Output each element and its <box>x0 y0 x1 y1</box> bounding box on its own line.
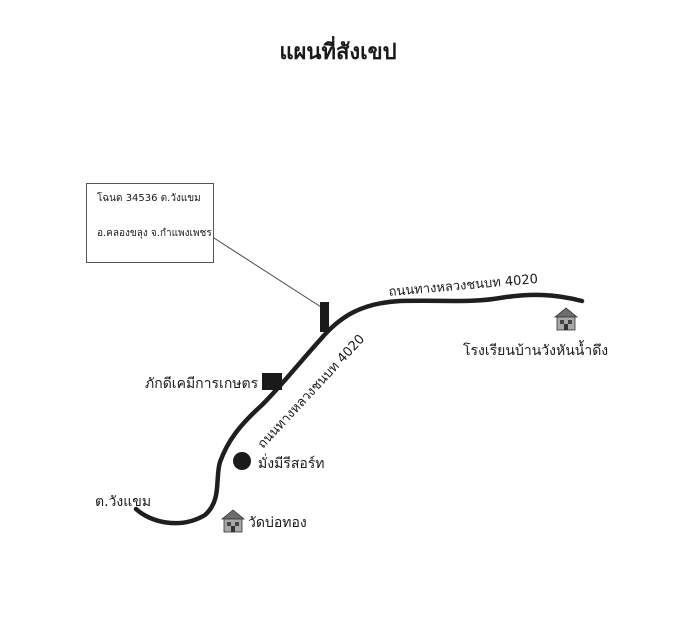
school-label: โรงเรียนบ้านวังหันน้ำดึง <box>463 343 609 359</box>
chemical-shop-marker <box>262 373 282 390</box>
land-deed-info-box: โฉนด 34536 ต.วังแขม อ.คลองขลุง จ.กำแพงเพ… <box>86 183 214 263</box>
chemical-shop-label: ภักดีเคมีการเกษตร <box>145 376 259 392</box>
deed-info-line: โฉนด 34536 ต.วังแขม <box>97 193 201 204</box>
property-marker <box>320 302 329 332</box>
resort-label: มั่งมีรีสอร์ท <box>258 456 325 472</box>
school-building-icon <box>553 307 579 331</box>
leader-line <box>213 237 322 308</box>
temple-building-icon <box>220 509 246 533</box>
temple-label: วัดบ่อทอง <box>248 515 307 531</box>
subdistrict-label: ต.วังแขม <box>95 494 152 510</box>
resort-marker <box>233 452 251 470</box>
rural-road-4020 <box>133 292 585 526</box>
location-info-line: อ.คลองขลุง จ.กำแพงเพชร <box>97 228 212 239</box>
map-title: แผนที่สังเขป <box>279 40 397 65</box>
